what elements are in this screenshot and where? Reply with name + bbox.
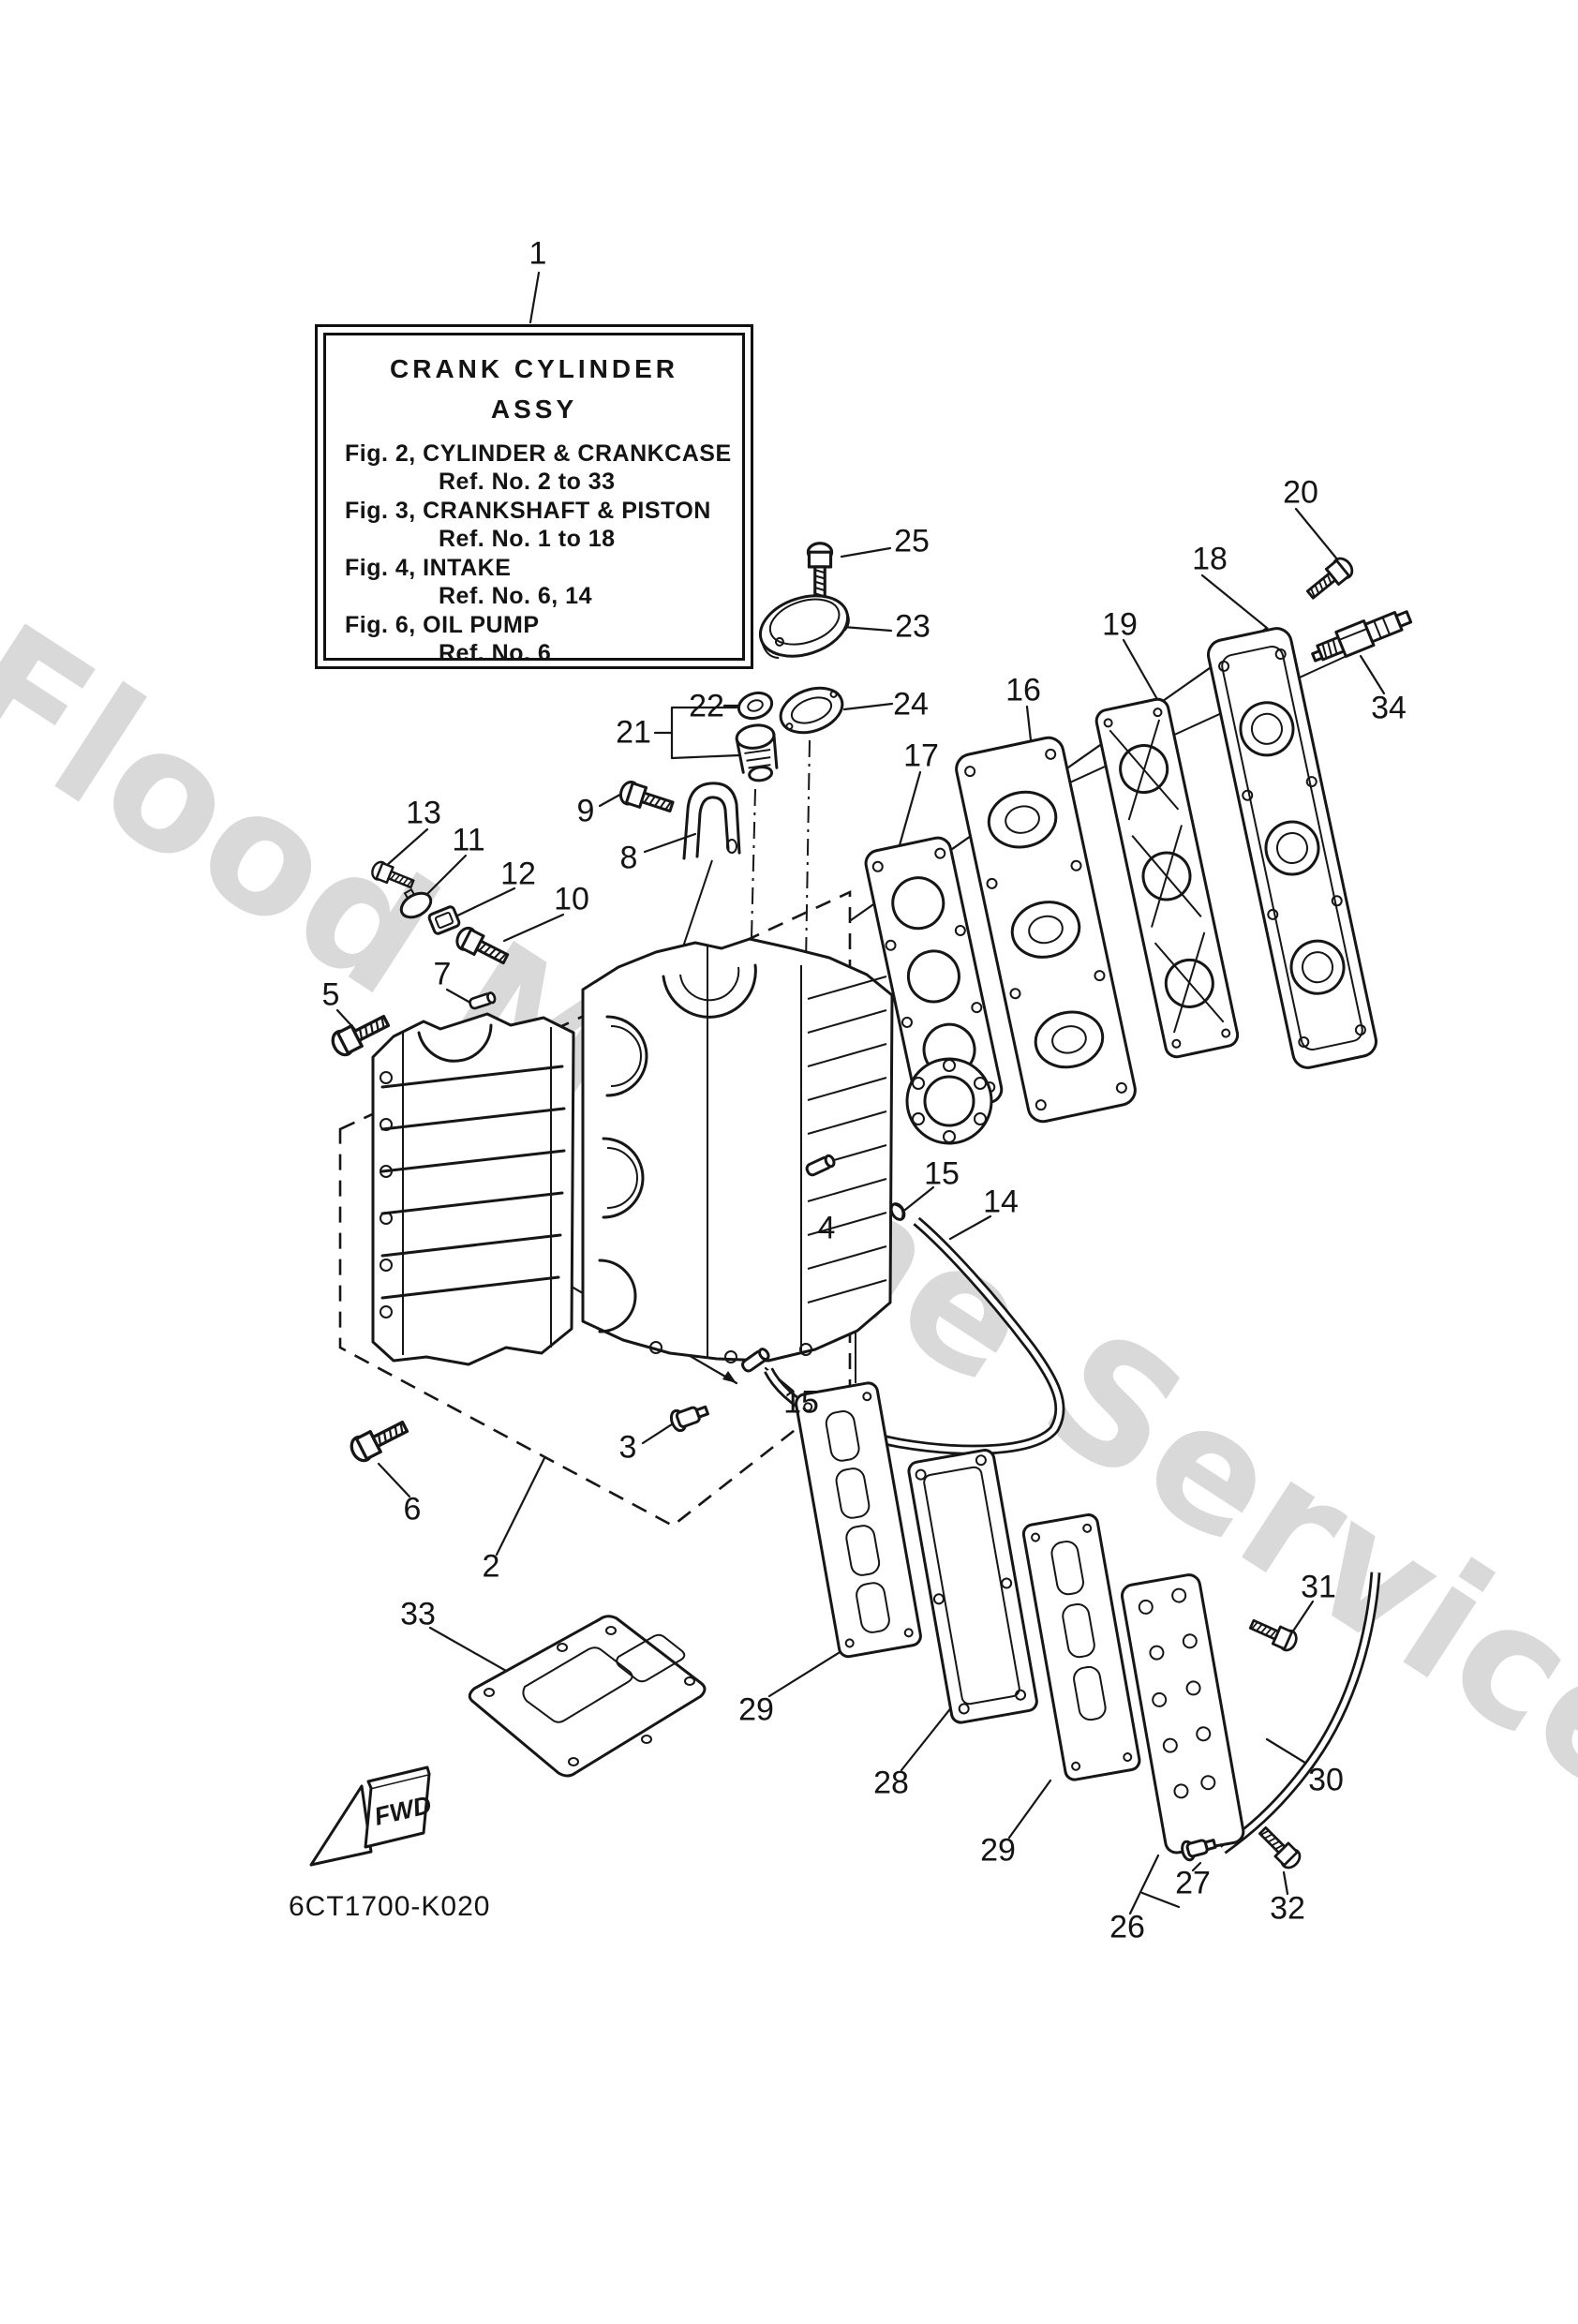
info-box-title-line1: CRANK CYLINDER [390,354,678,383]
callout-13: 13 [406,795,441,831]
callout-22: 22 [689,688,724,724]
part-cylinder-block [581,937,894,1363]
callout-23: 23 [895,608,930,645]
callout-12: 12 [500,856,536,892]
callout-28: 28 [873,1765,909,1801]
callout-24: 24 [893,686,929,723]
callout-34: 34 [1371,690,1407,726]
callout-32: 32 [1270,1890,1305,1927]
part-bolt-25 [806,542,834,601]
part-cover-gasket-24 [779,686,844,735]
part-bolt-32 [1254,1822,1305,1873]
callout-8: 8 [619,840,638,876]
callout-1: 1 [528,235,547,272]
info-box-ref-line-1: Ref. No. 1 to 18 [439,526,616,553]
info-box-title-line2: ASSY [490,395,578,425]
callout-4: 4 [817,1210,836,1246]
info-box-fig-line-0: Fig. 2, CYLINDER & CRANKCASE [345,439,732,467]
callout-25: 25 [894,523,930,559]
part-base-gasket-33 [468,1615,707,1778]
callout-30: 30 [1308,1762,1344,1798]
callout-3: 3 [618,1429,637,1466]
part-damper-12 [427,905,461,935]
info-box-fig-line-1: Fig. 3, CRANKSHAFT & PISTON [345,497,711,524]
part-bolt-31 [1246,1614,1301,1655]
callout-21: 21 [616,714,651,751]
part-pin-7 [467,991,498,1011]
part-thermostat-cover-23 [758,594,850,659]
callout-31: 31 [1301,1569,1336,1605]
callout-15: 15 [783,1384,819,1421]
fwd-arrow: FWD [309,1765,434,1867]
part-thermostat-21 [735,723,779,782]
part-bracket-8 [682,782,741,860]
info-box-fig-line-3: Fig. 6, OIL PUMP [345,611,540,638]
part-cylinder-head [955,736,1137,1124]
part-hose-30 [1219,1572,1381,1855]
part-clamp-11 [399,887,433,919]
part-spark-plug [1311,610,1413,663]
part-bolt-6 [346,1414,412,1466]
part-plug-27 [1181,1839,1217,1862]
part-exhaust-gasket-29a [795,1381,922,1659]
callout-27: 27 [1175,1865,1211,1901]
callout-19: 19 [1102,606,1138,643]
part-head-cover [1207,627,1377,1069]
callout-33: 33 [400,1596,436,1632]
callout-2: 2 [482,1548,500,1585]
callout-14: 14 [983,1184,1019,1220]
part-bolt-20 [1302,553,1358,604]
callout-29: 29 [738,1691,774,1728]
callout-26: 26 [1109,1909,1145,1945]
part-bolt-9 [617,778,677,819]
info-box-ref-line-3: Ref. No. 6 [439,640,552,667]
part-clip-15 [889,1202,906,1221]
info-box-inner-border: CRANK CYLINDER ASSY Fig. 2, CYLINDER & C… [323,333,745,666]
callout-15: 15 [924,1155,960,1192]
callout-9: 9 [576,793,595,829]
part-round-gasket [905,1057,993,1145]
part-bolt-10 [452,923,513,971]
info-box-fig-line-2: Fig. 4, INTAKE [345,554,512,581]
part-outer-cover-26 [1121,1573,1245,1855]
part-bolt-13 [368,858,417,894]
callout-6: 6 [403,1491,422,1527]
callout-7: 7 [433,956,452,992]
info-box-ref-line-0: Ref. No. 2 to 33 [439,469,616,496]
part-exhaust-gasket-29b [1021,1513,1141,1781]
info-box: CRANK CYLINDER ASSY Fig. 2, CYLINDER & C… [315,324,753,669]
part-washer-22 [737,691,774,721]
callout-20: 20 [1283,474,1318,511]
info-box-ref-line-2: Ref. No. 6, 14 [439,583,592,610]
drawing-code: 6CT1700-K020 [289,1891,491,1922]
callout-17: 17 [903,737,939,774]
callout-29: 29 [980,1832,1016,1869]
part-crankcase-half [371,1012,575,1366]
callout-5: 5 [321,976,340,1013]
callout-16: 16 [1005,672,1041,708]
assembly-dashed-box [338,889,852,1527]
callout-18: 18 [1192,541,1228,577]
callout-10: 10 [554,881,589,917]
part-plug-3 [669,1405,709,1433]
callout-11: 11 [452,822,485,858]
part-exhaust-cover-28 [907,1449,1038,1724]
part-cover-gasket [1094,697,1240,1059]
